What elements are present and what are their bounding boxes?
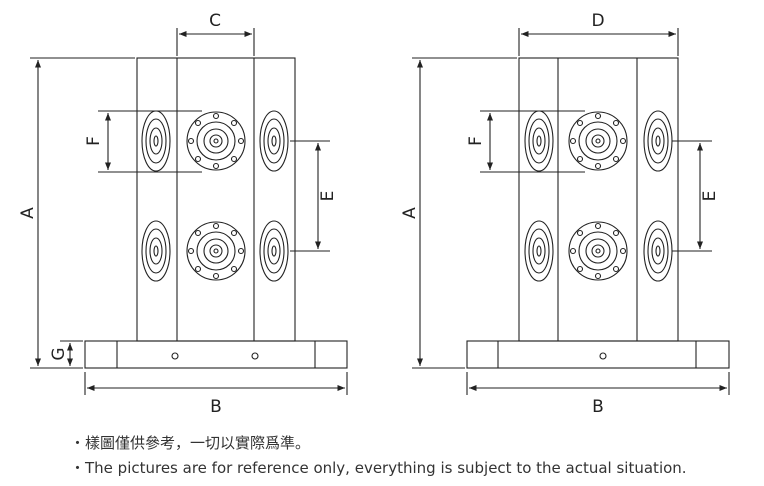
right-fitting-side-1: [524, 110, 554, 172]
dim-label-f-right: F: [466, 136, 486, 146]
left-base-plate: [84, 340, 348, 369]
dim-label-g: G: [49, 347, 69, 360]
dim-label-a-left: A: [18, 207, 38, 219]
dim-label-b-left: B: [210, 397, 222, 417]
right-fitting-side-2: [524, 220, 554, 282]
dim-label-b-right: B: [592, 397, 604, 417]
left-fixture-drawing: [30, 28, 348, 395]
dim-label-e-right: E: [700, 191, 720, 202]
left-fitting-side-1: [141, 110, 171, 172]
right-base-plate: [466, 340, 730, 369]
left-fitting-side-3: [259, 110, 289, 172]
dim-label-d: D: [591, 11, 604, 31]
right-fixture-drawing: [412, 28, 730, 395]
left-flange-front-2: [186, 221, 246, 281]
dim-label-a-right: A: [400, 207, 420, 219]
left-fitting-side-2: [141, 220, 171, 282]
dim-label-c: C: [209, 11, 221, 31]
reference-note-english: ・The pictures are for reference only, ev…: [70, 459, 687, 477]
right-fitting-side-4: [643, 220, 673, 282]
dim-label-f-left: F: [84, 136, 104, 146]
dim-label-e-left: E: [318, 191, 338, 202]
technical-drawing: C B A F E G: [18, 11, 730, 417]
reference-note-chinese: ・樣圖僅供參考，一切以實際爲準。: [70, 434, 311, 452]
right-flange-front-2: [568, 221, 628, 281]
left-flange-front-1: [186, 111, 246, 171]
right-fitting-side-3: [643, 110, 673, 172]
left-column-body: [136, 57, 296, 342]
right-column-body: [518, 57, 679, 342]
right-flange-front-1: [568, 111, 628, 171]
left-fitting-side-4: [259, 220, 289, 282]
